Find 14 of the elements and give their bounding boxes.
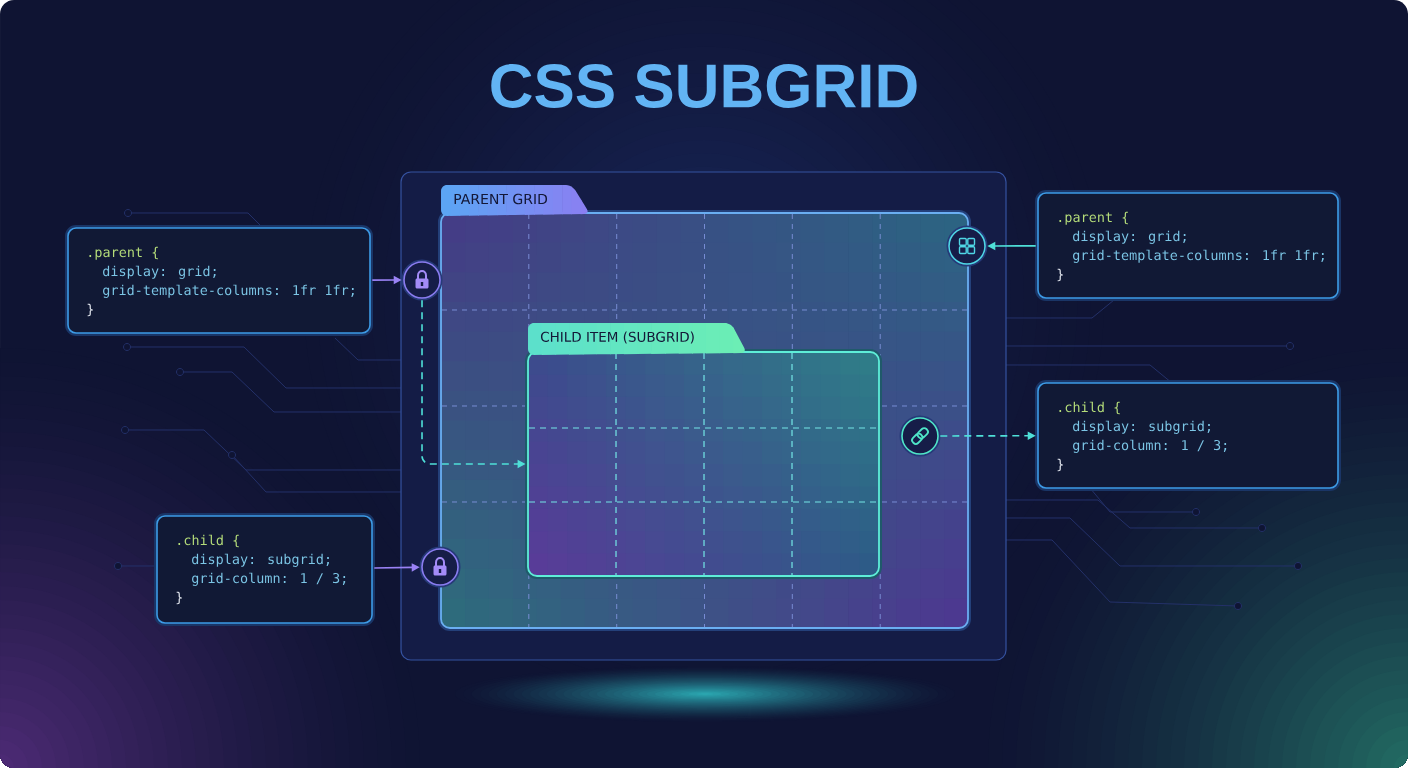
- code-line: display: subgrid;: [1073, 420, 1210, 434]
- code-line: display: grid;: [1073, 230, 1186, 244]
- folder-tab: CHILD ITEM (SUBGRID): [528, 323, 745, 355]
- code-line: }: [87, 303, 93, 317]
- code-line: }: [176, 591, 182, 605]
- title: CSS SUBGRID: [491, 64, 917, 108]
- code-line: grid-column: 1 / 3;: [1073, 439, 1227, 453]
- code-line: .parent {: [1059, 211, 1128, 225]
- folder-tab: PARENT GRID: [441, 185, 588, 216]
- code-line: grid-template-columns: 1fr 1fr;: [1073, 249, 1324, 263]
- code-line: .child {: [1059, 401, 1120, 415]
- code-line: grid-column: 1 / 3;: [192, 572, 346, 586]
- code-line: }: [1057, 268, 1063, 282]
- code-line: }: [1057, 458, 1063, 472]
